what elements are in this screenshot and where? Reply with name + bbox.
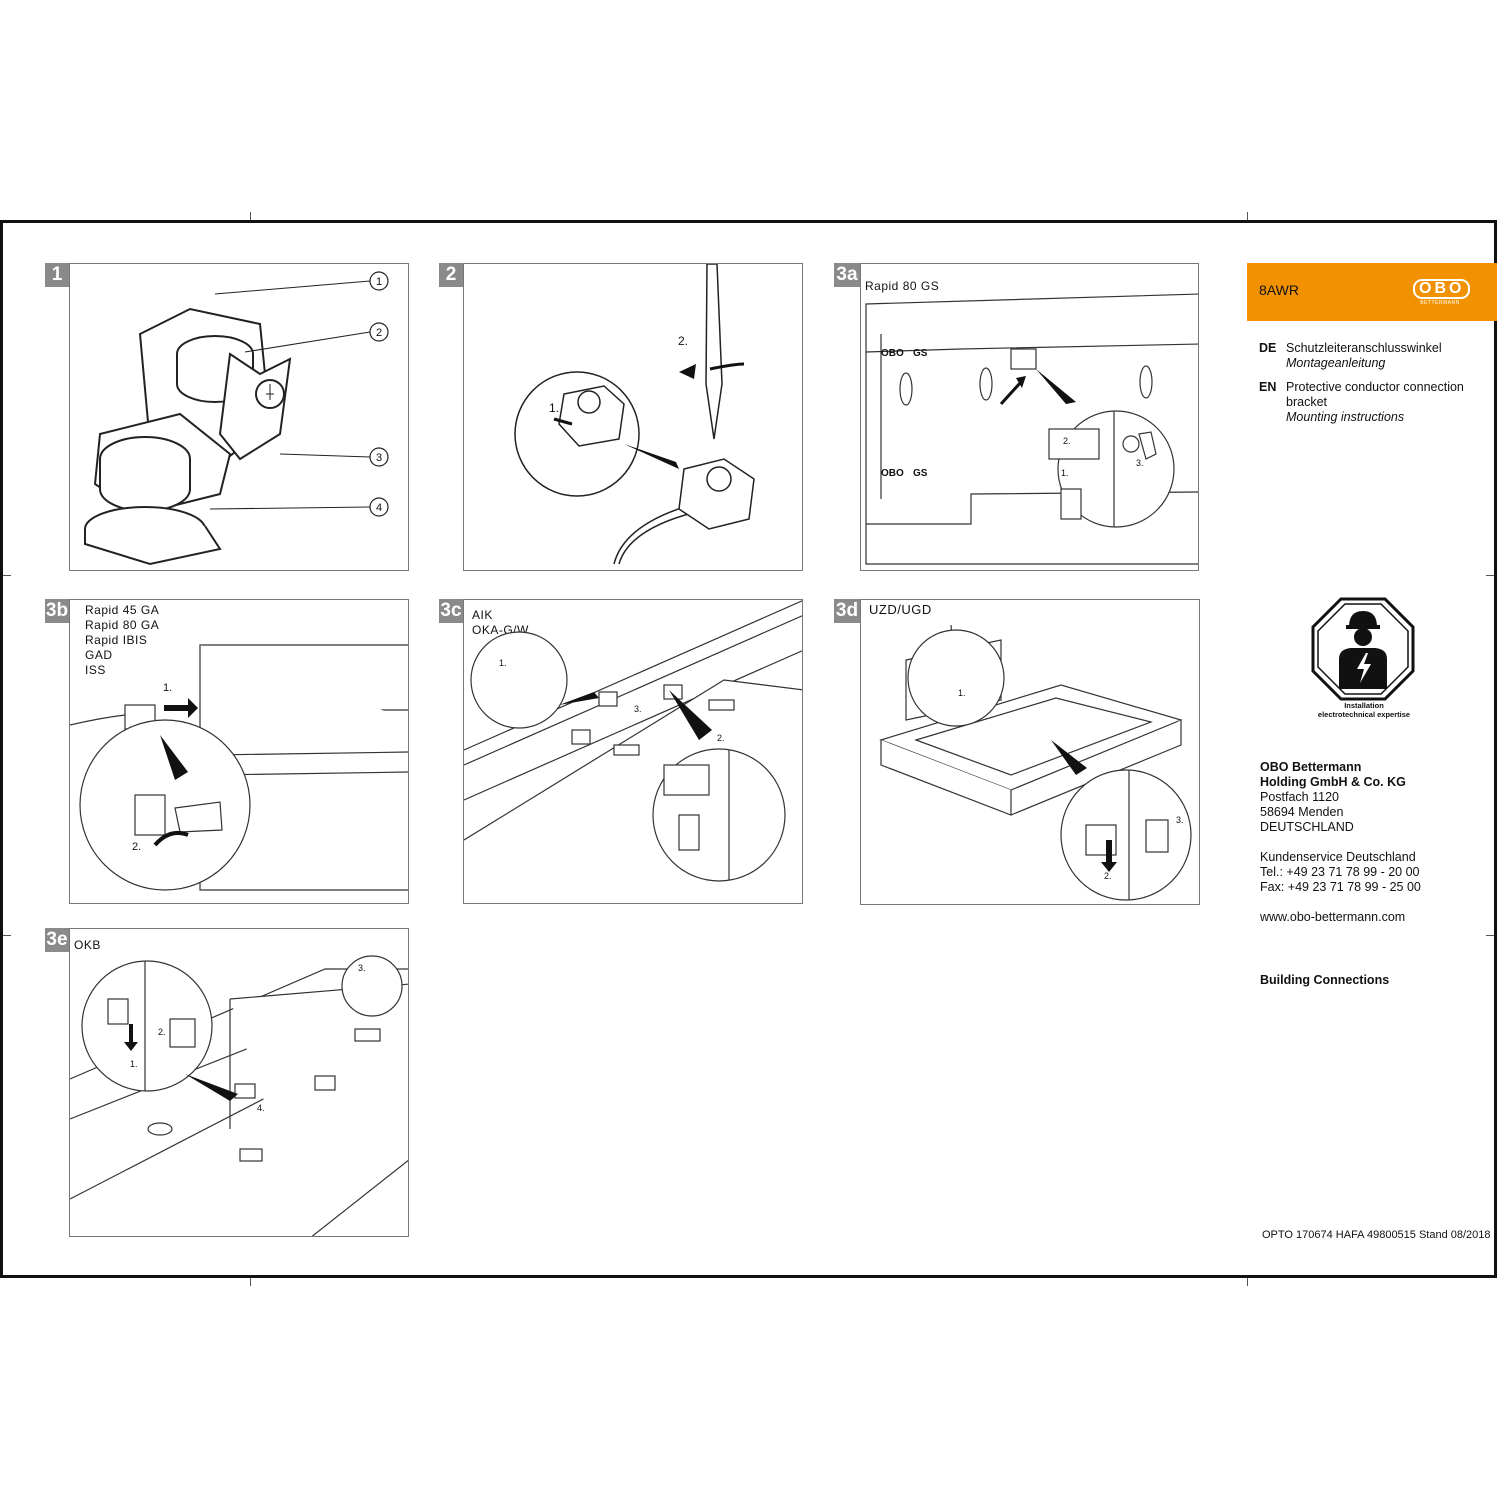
address-line: Postfach 1120 xyxy=(1260,790,1339,804)
company-name-line1: OBO Bettermann xyxy=(1260,760,1362,774)
service-title: Kundenservice Deutschland xyxy=(1260,850,1416,864)
document-code: OPTO 170674 HAFA 49800515 Stand 08/2018 xyxy=(1262,1229,1491,1241)
fold-mark xyxy=(3,935,11,936)
address-line: DEUTSCHLAND xyxy=(1260,820,1354,834)
company-name-line2: Holding GmbH & Co. KG xyxy=(1260,775,1406,789)
step-3c-panel: AIK OKA-G/W 1. 3. 2. xyxy=(463,599,803,904)
step-badge-3b: 3b xyxy=(45,599,69,623)
marking-obo: OBO xyxy=(881,348,904,359)
fold-mark xyxy=(250,212,251,220)
step-3a-panel: Rapid 80 GS OBO GS OBO GS 1. 2 xyxy=(860,263,1199,571)
warning-caption-line1: Installation xyxy=(1344,701,1384,710)
callout-2-dot: 2. xyxy=(717,733,725,743)
product-header-bar: 8AWR OBO BETTERMANN xyxy=(1247,263,1497,321)
callout-3-dot: 3. xyxy=(1176,815,1184,825)
obo-logo-subtext: BETTERMANN xyxy=(1420,300,1460,306)
info-sidebar: 8AWR OBO BETTERMANN DE Schutzleiteransch… xyxy=(1247,263,1497,1263)
step-badge-2: 2 xyxy=(439,263,463,287)
floor-box-illustration: 1. 2. 3. xyxy=(879,624,1192,901)
bracket-exploded-illustration: 1 2 3 4 xyxy=(84,271,389,566)
callout-3-dot: 3. xyxy=(634,704,642,714)
fold-mark xyxy=(1486,575,1494,576)
callout-1-dot: 1. xyxy=(958,688,966,698)
warning-caption-line2: electrotechnical expertise xyxy=(1317,710,1411,719)
language-code: DE xyxy=(1259,341,1277,355)
fold-mark xyxy=(250,1278,251,1286)
callout-3: 3 xyxy=(376,452,382,464)
callout-2-dot: 2. xyxy=(678,334,688,348)
step-1-panel: 1 2 3 4 xyxy=(69,263,409,571)
step-badge-1: 1 xyxy=(45,263,69,287)
product-title-de: Schutzleiteranschlusswinkel xyxy=(1286,341,1442,355)
fold-mark xyxy=(1486,935,1494,936)
callout-4-dot: 4. xyxy=(257,1103,265,1113)
product-subtitle-de: Montageanleitung xyxy=(1286,356,1386,370)
service-box-illustration: 1. 2. 3. 4. xyxy=(70,955,408,1236)
language-code: EN xyxy=(1259,380,1277,394)
trunking-mounting-illustration: OBO GS OBO GS 1. 2. 3. xyxy=(865,293,1198,565)
callout-3-dot: 3. xyxy=(1136,458,1144,468)
fax-number: Fax: +49 23 71 78 99 - 25 00 xyxy=(1260,880,1421,894)
step-3e-panel: OKB 1. 2. 3. 4. xyxy=(69,928,409,1237)
callout-2-dot: 2. xyxy=(132,841,141,853)
obo-logo-text: OBO xyxy=(1413,279,1471,299)
phone-number: Tel.: +49 23 71 78 99 - 20 00 xyxy=(1260,865,1420,879)
website-link[interactable]: www.obo-bettermann.com xyxy=(1260,910,1406,924)
fold-mark xyxy=(3,575,11,576)
product-number: 8AWR xyxy=(1259,282,1299,298)
callout-1-dot: 1. xyxy=(499,658,507,668)
step-3d-panel: UZD/UGD 1. 2. 3. xyxy=(860,599,1200,905)
step-2-panel: 2. 1. xyxy=(463,263,803,571)
step-3b-label: Rapid 45 GA Rapid 80 GA Rapid IBIS GAD I… xyxy=(85,603,160,677)
step-badge-3e: 3e xyxy=(45,928,69,952)
warning-caption: Installation electrotechnical expertise xyxy=(1287,701,1441,719)
step-3d-label: UZD/UGD xyxy=(869,602,932,617)
callout-2: 2 xyxy=(376,327,382,339)
marking-gs: GS xyxy=(913,348,928,359)
callout-2-dot: 2. xyxy=(1063,436,1071,446)
screw-fixing-illustration: 2. 1. xyxy=(514,264,755,565)
step-3e-label: OKB xyxy=(74,938,101,952)
obo-logo: OBO BETTERMANN xyxy=(1413,279,1471,307)
marking-gs: GS xyxy=(913,468,928,479)
fold-mark xyxy=(1247,212,1248,220)
step-badge-3c: 3c xyxy=(439,599,463,623)
callout-1-dot: 1. xyxy=(549,401,559,415)
callout-1: 1 xyxy=(376,276,382,288)
callout-3-dot: 3. xyxy=(358,963,366,973)
fold-mark xyxy=(1247,1278,1248,1286)
callout-2-dot: 2. xyxy=(158,1027,166,1037)
product-subtitle-en: Mounting instructions xyxy=(1286,410,1405,424)
callout-2-dot: 2. xyxy=(1104,871,1112,881)
floor-duct-illustration: 1. 3. 2. xyxy=(464,600,802,882)
electrician-hazard-icon xyxy=(1311,597,1415,701)
step-badge-3a: 3a xyxy=(834,263,860,287)
step-3a-label: Rapid 80 GS xyxy=(865,279,940,293)
step-badge-3d: 3d xyxy=(834,599,860,623)
callout-1-dot: 1. xyxy=(130,1059,138,1069)
callout-1-dot: 1. xyxy=(1061,468,1069,478)
step-3b-panel: Rapid 45 GA Rapid 80 GA Rapid IBIS GAD I… xyxy=(69,599,409,904)
trunking-insertion-illustration: 1. 2. xyxy=(70,644,408,891)
instruction-sheet-frame xyxy=(0,220,1497,1278)
division-name: Building Connections xyxy=(1260,973,1390,987)
address-line: 58694 Menden xyxy=(1260,805,1344,819)
callout-1-dot: 1. xyxy=(163,682,172,694)
marking-obo: OBO xyxy=(881,468,904,479)
callout-4: 4 xyxy=(376,502,382,514)
product-title-en: Protective conductor connection bracket xyxy=(1286,380,1464,409)
